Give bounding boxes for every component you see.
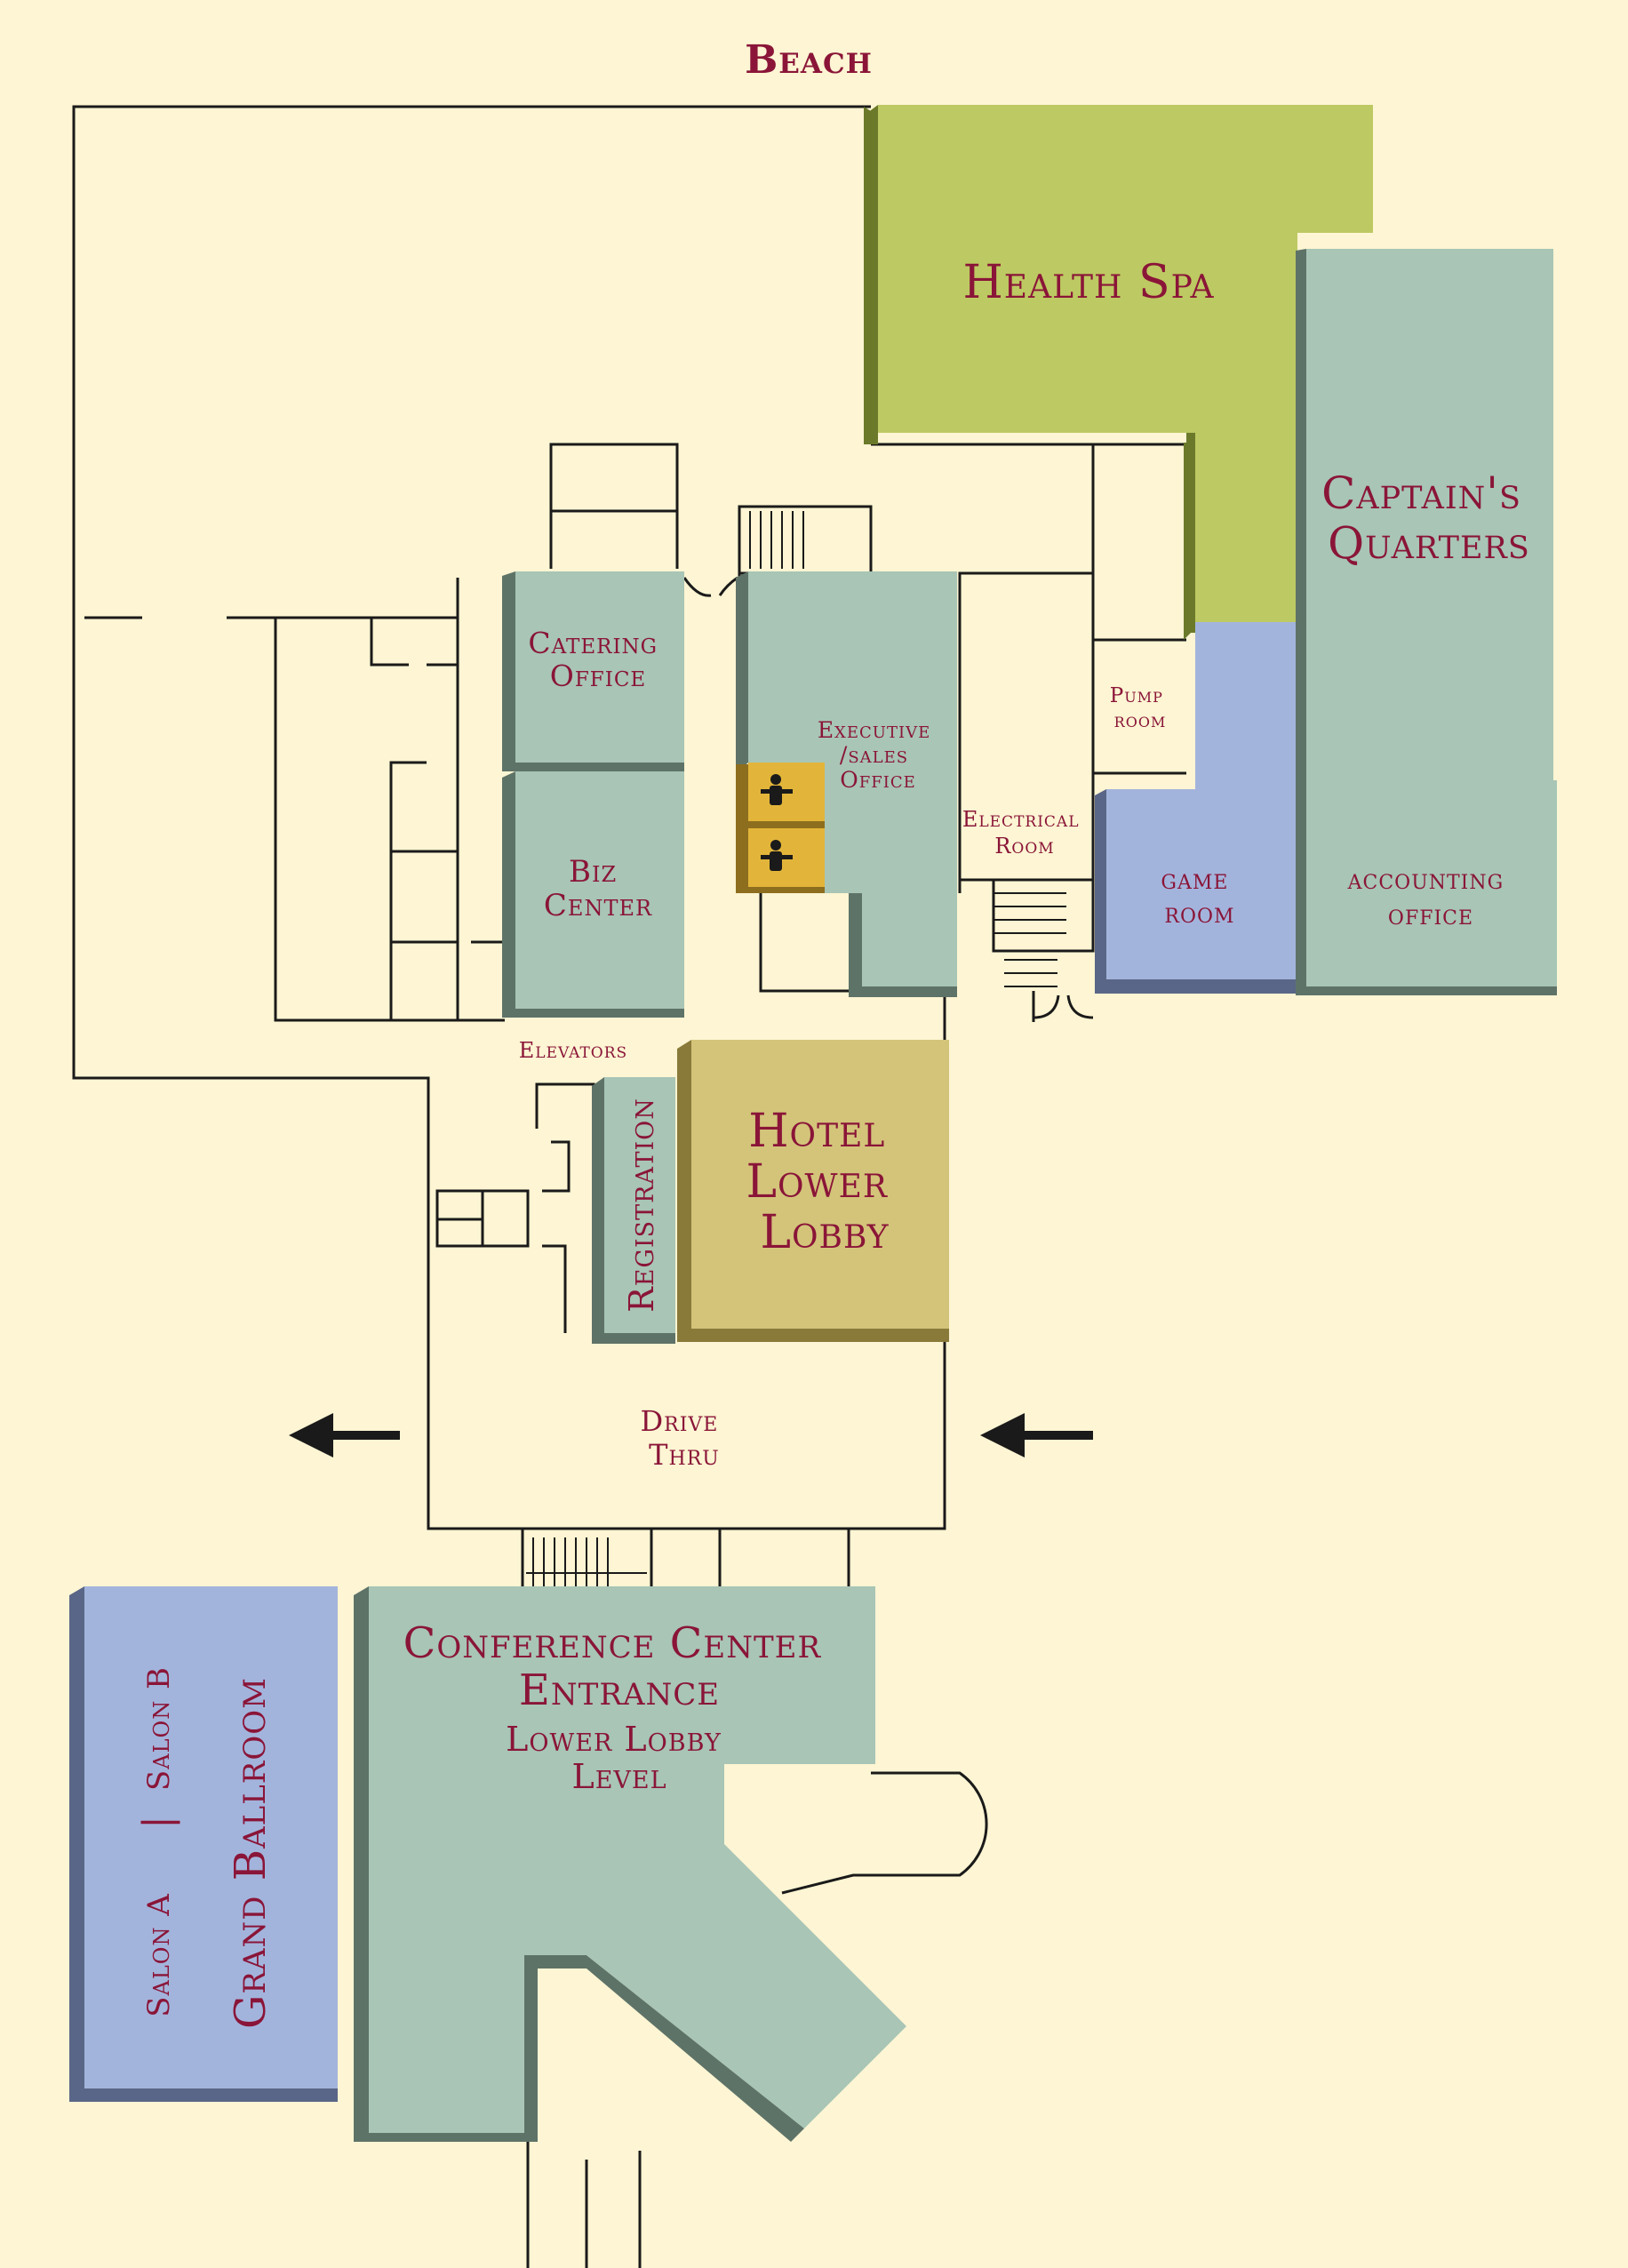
registration-desk[interactable] [592, 1077, 675, 1344]
hotel-lobby-line-3: Lobby [760, 1206, 889, 1259]
registration-label: Registration [622, 1098, 661, 1313]
lower-lobby-level-label: Lower Lobby Level [506, 1720, 733, 1796]
beach-label: Beach [745, 37, 873, 83]
health-spa-label: Health Spa [962, 256, 1214, 309]
lower-lobby-line-1: Lower Lobby [506, 1720, 722, 1759]
drive-thru-line-1: Drive [640, 1404, 718, 1438]
captains-quarters-room[interactable] [1296, 249, 1553, 800]
restroom-block[interactable] [736, 763, 825, 893]
stairs-top [749, 511, 804, 569]
catering-office-line-1: Catering [528, 626, 658, 660]
executive-line-3: Office [840, 767, 916, 793]
arrow-left-icon [289, 1413, 1093, 1457]
electrical-line-2: Room [994, 834, 1054, 858]
executive-line-2: /sales [840, 742, 908, 768]
game-room-line-2: room [1164, 896, 1234, 930]
grand-ballroom-label: Grand Ballroom [226, 1677, 275, 2029]
elevators-label: Elevators [519, 1038, 627, 1063]
accounting-line-2: office [1388, 898, 1473, 931]
restroom-icon [761, 774, 793, 871]
conference-center-entrance-label: Conference Center Entrance [403, 1618, 836, 1715]
salon-b-label: Salon B [141, 1666, 177, 1791]
executive-sales-office-label: Executive /sales Office [818, 717, 938, 793]
salon-a-label: Salon A [141, 1893, 177, 2017]
drive-thru-line-2: Thru [649, 1438, 720, 1472]
hotel-lobby-line-1: Hotel [748, 1105, 885, 1158]
biz-center-room[interactable] [502, 771, 684, 1018]
conference-line-1: Conference Center [403, 1618, 822, 1668]
executive-line-1: Executive [818, 717, 930, 743]
biz-center-label: Biz Center [544, 854, 652, 923]
accounting-office-label: accounting office [1347, 862, 1514, 931]
drive-thru-label: Drive Thru [640, 1404, 728, 1472]
conference-line-2: Entrance [519, 1665, 720, 1715]
salon-divider: | [135, 1815, 180, 1829]
lower-lobby-line-2: Level [571, 1757, 666, 1796]
biz-center-line-1: Biz [569, 854, 617, 890]
electrical-line-1: Electrical [962, 807, 1080, 832]
catering-office-label: Catering Office [528, 626, 667, 693]
catering-office-room[interactable] [502, 571, 684, 771]
pump-room-line-2: room [1114, 709, 1167, 732]
game-room-line-1: game [1161, 862, 1228, 896]
catering-office-line-2: Office [550, 659, 646, 693]
captains-quarters-line-2: Quarters [1328, 517, 1530, 569]
grand-ballroom-room[interactable] [69, 1586, 338, 2102]
pump-room-line-1: Pump [1110, 684, 1163, 707]
biz-center-line-2: Center [544, 888, 652, 923]
game-room-label: game room [1161, 862, 1238, 930]
accounting-office-room[interactable] [1296, 780, 1557, 995]
captains-quarters-line-1: Captain's [1321, 467, 1521, 519]
game-room[interactable] [1095, 622, 1296, 994]
accounting-line-1: accounting [1347, 862, 1504, 896]
hotel-lower-lobby-label: Hotel Lower Lobby [746, 1105, 904, 1259]
electrical-room-label: Electrical Room [962, 807, 1087, 858]
hotel-lobby-line-2: Lower [746, 1155, 888, 1209]
pump-room-label: Pump room [1110, 684, 1170, 732]
conference-center-entrance-room[interactable] [354, 1586, 906, 2142]
building-outlines [72, 105, 1186, 2268]
hotel-lower-lobby-room[interactable] [677, 1040, 949, 1342]
health-spa-room[interactable] [864, 105, 1373, 640]
captains-quarters-label: Captain's Quarters [1321, 467, 1536, 569]
